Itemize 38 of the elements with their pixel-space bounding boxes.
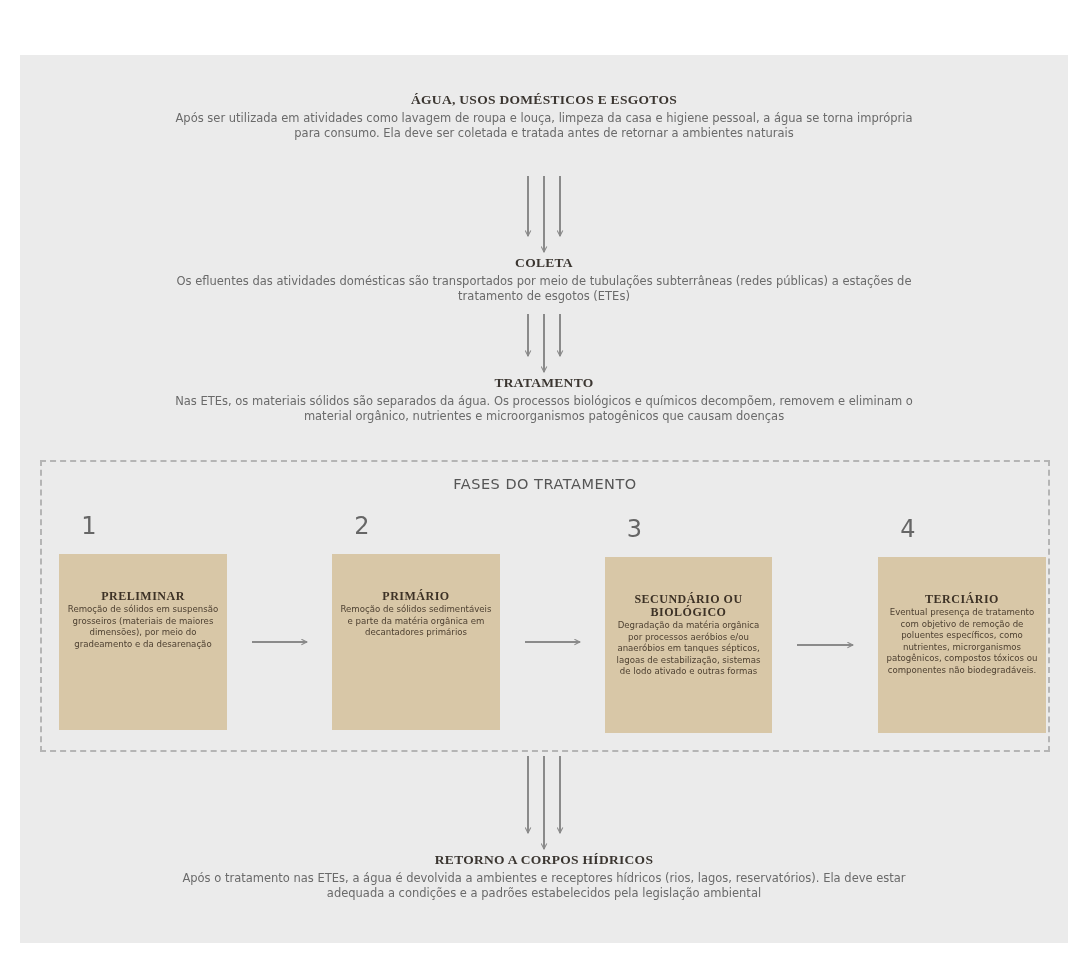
arrow bbox=[524, 175, 532, 237]
description-text: Após ser utilizada em atividades como lavagem de roupa e louça, limpeza da casa e higiene pessoal, a água se torna imprópria para consumo. Ela deve ser coletada e tratada antes de retornar a ambientes naturais bbox=[174, 111, 914, 141]
arrow bbox=[556, 175, 564, 237]
step-number: 3 bbox=[625, 515, 644, 543]
description-text: Eventual presença de tratamento com objetivo de remoção de poluentes específicos, como nutrientes, microrganismos patogênicos, compostos tóxicos ou componentes não biodegradáveis. bbox=[885, 607, 1039, 676]
phase-box bbox=[878, 557, 1046, 733]
arrow bbox=[540, 175, 548, 253]
phase-box bbox=[605, 557, 772, 733]
arrow bbox=[556, 755, 564, 834]
arrow bbox=[796, 641, 854, 649]
description-text: Os efluentes das atividades domésticas são transportados por meio de tubulações subterrâneas (redes públicas) a estações de tratamento de esgotos (ETEs) bbox=[175, 274, 913, 304]
section-heading: PRIMÁRIO bbox=[381, 590, 451, 603]
section-heading: PRELIMINAR bbox=[100, 590, 186, 603]
section-heading: RETORNO A CORPOS HÍDRICOS bbox=[433, 852, 655, 868]
arrow bbox=[251, 638, 308, 646]
section-heading: ÁGUA, USOS DOMÉSTICOS E ESGOTOS bbox=[410, 92, 678, 108]
section-heading: FASES DO TRATAMENTO bbox=[452, 476, 638, 492]
section-heading: TRATAMENTO bbox=[493, 375, 595, 391]
arrow bbox=[524, 638, 581, 646]
section-heading: COLETA bbox=[514, 255, 574, 271]
arrow bbox=[540, 755, 548, 850]
step-number: 2 bbox=[353, 512, 371, 540]
arrow bbox=[540, 313, 548, 373]
description-text: Remoção de sólidos em suspensão grosseiros (materiais de maiores dimensões), por meio do gradeamento e da desarenação bbox=[66, 604, 220, 650]
arrow bbox=[556, 313, 564, 357]
phase-box bbox=[332, 554, 500, 730]
section-heading: SECUNDÁRIO OU BIOLÓGICO bbox=[633, 593, 744, 619]
description-text: Após o tratamento nas ETEs, a água é devolvida a ambientes e receptores hídricos (rios, lagos, reservatórios). Ela deve estar adequada a condições e a padrões estabelecidos pela legislação ambiental bbox=[181, 871, 907, 901]
step-number: 1 bbox=[80, 512, 98, 540]
description-text: Degradação da matéria orgânica por processos aeróbios e/ou anaeróbios em tanques sépticos, lagoas de estabilização, sistemas de lodo ativado e outras formas bbox=[615, 620, 762, 678]
arrow bbox=[524, 313, 532, 357]
arrow bbox=[524, 755, 532, 834]
section-heading: TERCIÁRIO bbox=[924, 593, 1000, 606]
step-number: 4 bbox=[899, 515, 917, 543]
description-text: Remoção de sólidos sedimentáveis e parte da matéria orgânica em decantadores primários bbox=[339, 604, 493, 639]
description-text: Nas ETEs, os materiais sólidos são separados da água. Os processos biológicos e químicos decompõem, removem e eliminam o material orgânico, nutrientes e microorganismos patogênicos que causam doenças bbox=[174, 394, 914, 424]
dashed-group-frame bbox=[40, 460, 1050, 752]
phase-box bbox=[59, 554, 227, 730]
